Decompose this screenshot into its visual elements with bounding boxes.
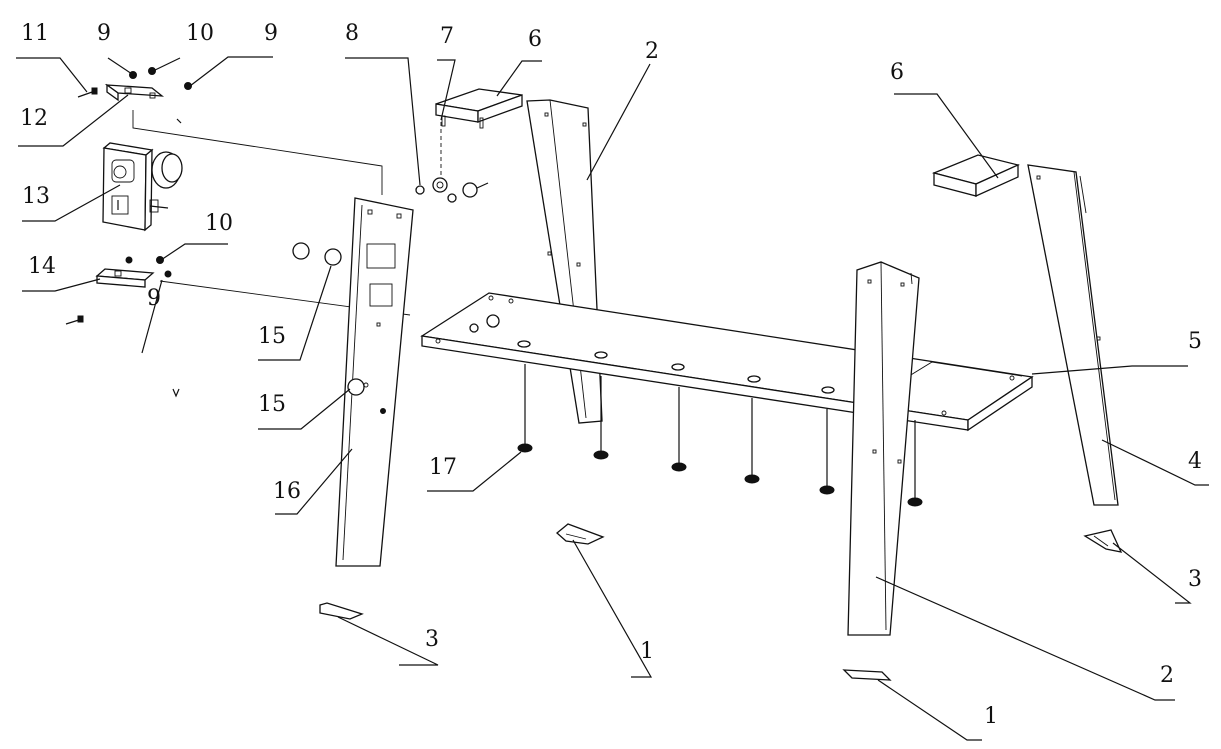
nut-7a [432,177,448,193]
switch-box-13 [102,142,183,232]
callout-c3a: 3 [1188,567,1202,592]
guide-line-upper [132,110,383,195]
leveling-feet-17 [517,364,923,507]
nut-9c [125,256,133,264]
bracket-12 [104,83,165,102]
callout-c3b: 3 [425,627,439,652]
base-frame-5 [420,292,1034,432]
callout-c6a: 6 [528,27,542,52]
callout-c17: 17 [429,455,457,480]
knob-15b [324,248,342,266]
callout-c9b: 9 [264,21,278,46]
nut-9d [164,270,172,278]
mark-small [172,388,180,398]
foot-1-lower [842,669,892,681]
bracket-14 [95,268,155,288]
callout-c1a: 1 [640,639,654,664]
callout-c10a: 10 [186,21,214,46]
callout-c11a: 11 [21,21,49,46]
cover-6-left [435,88,523,129]
leg-2-front [847,261,920,636]
side-panel-16 [335,197,414,567]
callout-c8: 8 [345,21,359,46]
callout-c13: 13 [22,184,50,209]
callout-c16: 16 [273,479,301,504]
callout-c2a: 2 [645,39,659,64]
screw-7 [476,182,489,189]
foot-1-center [555,523,605,545]
callout-c4: 4 [1188,449,1202,474]
nut-7c [462,182,478,198]
callout-c6b: 6 [890,60,904,85]
nut-7a-inner [436,181,444,189]
leader-lines [16,56,1209,741]
foot-3-left [319,602,364,620]
foot-3-right [1083,529,1123,553]
leg-4 [1027,164,1119,506]
bolt-11 [77,87,98,98]
callout-c15b: 15 [258,392,286,417]
callout-c7: 7 [440,24,454,49]
nut-8 [415,185,425,195]
callout-c15a: 15 [258,324,286,349]
callout-c5: 5 [1188,329,1202,354]
leg-2-rear [526,99,603,424]
nut-9b [184,82,192,90]
knob-15a [292,242,310,260]
callout-c1b: 1 [984,704,998,729]
callout-c10b: 10 [205,211,233,236]
callout-c14: 14 [28,254,56,279]
washer-10b [156,256,164,264]
callout-numbers: 11 9 10 9 12 13 10 14 9 8 7 6 2 6 15 15 … [20,21,1202,729]
bolt-lower [65,315,84,325]
callout-c2b: 2 [1160,663,1174,688]
nut-7b [447,193,457,203]
callout-c9c: 9 [147,286,161,311]
callout-c9a: 9 [97,21,111,46]
mark-small-2 [176,118,182,124]
washer-10a [148,67,156,75]
cover-6-right [931,154,1020,198]
callout-c12: 12 [20,106,48,131]
